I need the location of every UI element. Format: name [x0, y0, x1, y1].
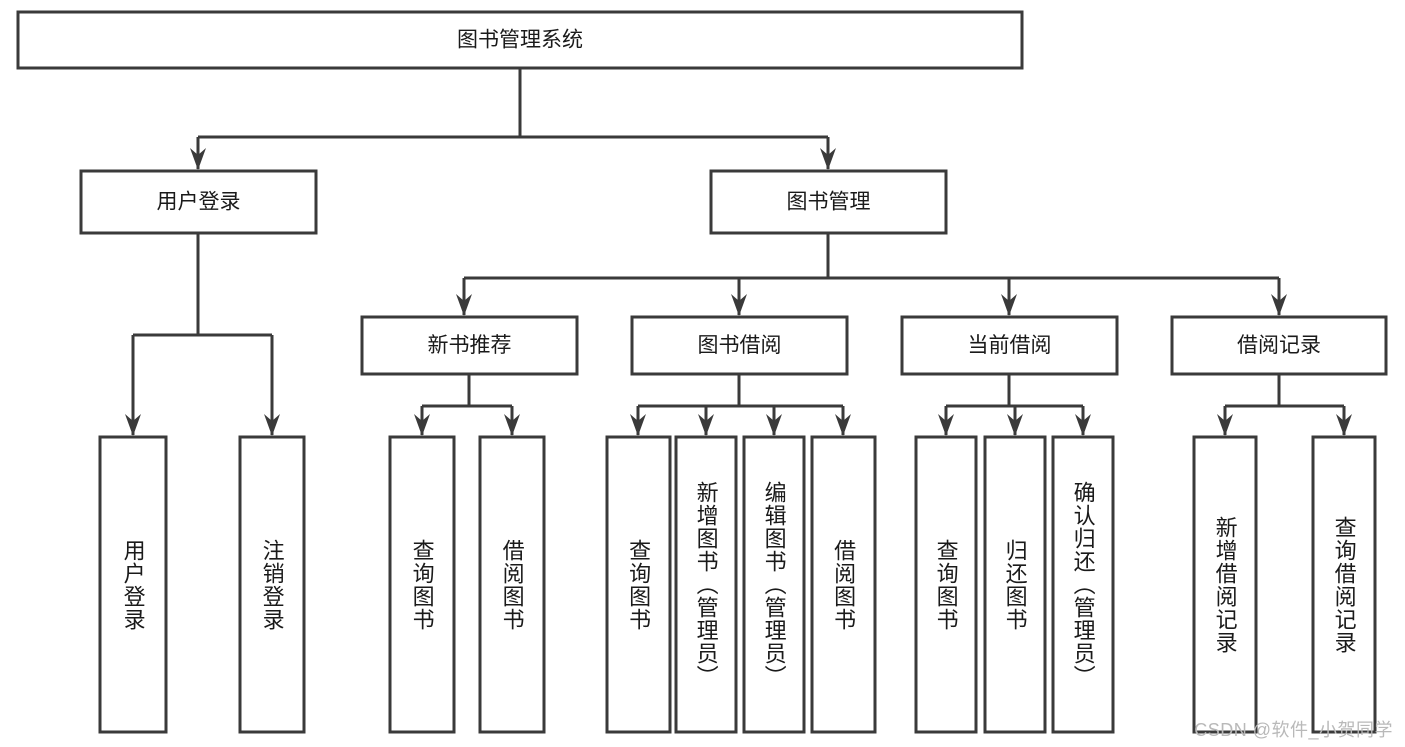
leaf-node-leaf-add-record[interactable]	[1192, 435, 1258, 734]
node-label: 图书管理	[787, 191, 871, 214]
node-box[interactable]	[742, 435, 806, 734]
node-current-borrow[interactable]: 当前借阅	[900, 315, 1119, 376]
node-root[interactable]: 图书管理系统	[16, 10, 1024, 70]
leaf-node-leaf-add-book[interactable]	[674, 435, 738, 734]
node-box[interactable]	[630, 315, 849, 376]
arrow-head-icon	[504, 414, 520, 436]
node-box[interactable]	[810, 435, 877, 734]
arrow-head-icon	[1001, 294, 1017, 316]
arrow-head-icon	[630, 414, 646, 436]
leaf-node-leaf-borrow-book-1[interactable]	[478, 435, 546, 734]
node-box[interactable]	[1170, 315, 1388, 376]
leaf-node-leaf-user-login[interactable]	[98, 435, 168, 734]
node-box[interactable]	[1192, 435, 1258, 734]
node-label: 新书推荐	[428, 334, 512, 357]
arrow-head-icon	[190, 148, 206, 170]
node-box[interactable]	[238, 435, 306, 734]
node-box[interactable]	[983, 435, 1047, 734]
leaf-node-leaf-query-book-3[interactable]	[914, 435, 978, 734]
arrow-head-icon	[1075, 414, 1091, 436]
node-user-login[interactable]: 用户登录	[79, 169, 318, 235]
leaf-node-leaf-query-book-1[interactable]	[388, 435, 456, 734]
node-box[interactable]	[674, 435, 738, 734]
leaf-node-leaf-borrow-book-2[interactable]	[810, 435, 877, 734]
node-label: 图书借阅	[698, 334, 782, 357]
arrow-head-icon	[698, 414, 714, 436]
node-box[interactable]	[709, 169, 948, 235]
node-box[interactable]	[914, 435, 978, 734]
node-box[interactable]	[1051, 435, 1115, 734]
node-label: 借阅记录	[1237, 334, 1321, 357]
arrow-head-icon	[1007, 414, 1023, 436]
node-book-manage[interactable]: 图书管理	[709, 169, 948, 235]
leaf-node-leaf-return-book[interactable]	[983, 435, 1047, 734]
arrow-head-icon	[731, 294, 747, 316]
node-box[interactable]	[605, 435, 672, 734]
node-label: 图书管理系统	[457, 29, 583, 52]
leaf-node-leaf-user-logout[interactable]	[238, 435, 306, 734]
arrow-head-icon	[1336, 414, 1352, 436]
arrow-head-icon	[1271, 294, 1287, 316]
arrow-head-icon	[835, 414, 851, 436]
leaf-node-leaf-query-book-2[interactable]	[605, 435, 672, 734]
arrow-head-icon	[456, 294, 472, 316]
node-box[interactable]	[16, 10, 1024, 70]
leaf-node-leaf-confirm-return[interactable]	[1051, 435, 1115, 734]
watermark-text: CSDN @软件_小贺同学	[1194, 720, 1393, 740]
arrow-head-icon	[1217, 414, 1233, 436]
leaf-node-leaf-query-record[interactable]	[1311, 435, 1377, 734]
node-borrow-record[interactable]: 借阅记录	[1170, 315, 1388, 376]
node-box[interactable]	[360, 315, 579, 376]
node-label: 当前借阅	[968, 334, 1052, 357]
leaf-node-leaf-edit-book[interactable]	[742, 435, 806, 734]
node-label: 用户登录	[157, 191, 241, 214]
arrow-head-icon	[820, 148, 836, 170]
arrow-head-icon	[414, 414, 430, 436]
arrow-head-icon	[766, 414, 782, 436]
node-book-borrow[interactable]: 图书借阅	[630, 315, 849, 376]
node-new-book-recommend[interactable]: 新书推荐	[360, 315, 579, 376]
arrow-head-icon	[125, 414, 141, 436]
node-box[interactable]	[900, 315, 1119, 376]
node-box[interactable]	[98, 435, 168, 734]
node-box[interactable]	[388, 435, 456, 734]
arrow-head-icon	[264, 414, 280, 436]
arrow-head-icon	[938, 414, 954, 436]
node-box[interactable]	[1311, 435, 1377, 734]
node-box[interactable]	[79, 169, 318, 235]
node-box[interactable]	[478, 435, 546, 734]
